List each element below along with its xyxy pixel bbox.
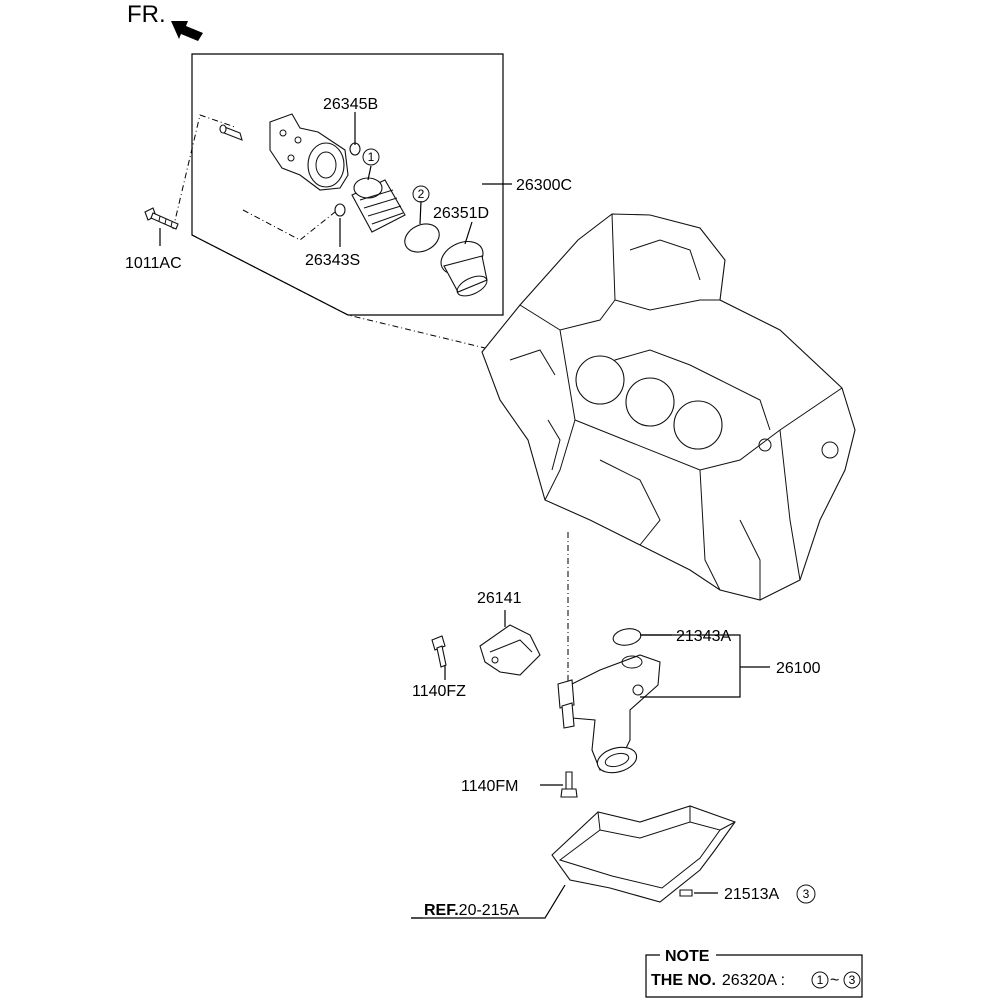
circle-mark-2: 2 xyxy=(412,185,430,203)
bolt-1140fm xyxy=(560,771,578,798)
oring-26343s xyxy=(334,203,346,217)
label-21343a: 21343A xyxy=(676,628,731,645)
label-1140fz: 1140FZ xyxy=(412,683,466,700)
label-1140fm: 1140FM xyxy=(461,778,519,795)
note-part: 26320A : xyxy=(722,972,785,989)
note-circle-1: 1 xyxy=(817,973,824,987)
circle-mark-3: 3 xyxy=(796,884,816,904)
label-1011ac: 1011AC xyxy=(125,255,182,272)
oil-filter-element xyxy=(351,177,406,233)
circle-mark-2-text: 2 xyxy=(418,187,425,201)
note-box: NOTE THE NO. 26320A : 1 ~ 3 xyxy=(645,948,863,998)
filter-oring-2 xyxy=(404,223,440,253)
label-26300c: 26300C xyxy=(516,177,572,194)
label-26351d: 26351D xyxy=(433,205,489,222)
label-26100: 26100 xyxy=(776,660,821,677)
oil-pump-assembly xyxy=(557,654,661,774)
bolt-1140fz xyxy=(431,635,447,668)
circle-mark-3-text: 3 xyxy=(803,887,810,901)
oil-pan xyxy=(551,805,736,903)
bolt-1011ac xyxy=(144,207,179,230)
front-arrow-icon xyxy=(171,21,203,41)
drain-plug-21513a xyxy=(679,889,693,897)
label-21513a: 21513A xyxy=(724,886,779,903)
oil-filter-cap xyxy=(440,240,488,297)
note-tilde: ~ xyxy=(830,972,839,989)
label-26141: 26141 xyxy=(477,590,522,607)
oil-filter-pin xyxy=(219,124,243,141)
guide-line-gasket xyxy=(242,209,336,241)
label-26345b: 26345B xyxy=(323,96,378,113)
note-prefix: THE NO. xyxy=(651,972,716,989)
label-ref-value: 20-215A xyxy=(459,902,520,919)
guide-line-bolt xyxy=(172,114,236,230)
leader-lines xyxy=(159,112,770,919)
circle-mark-1: 1 xyxy=(362,148,380,166)
guide-line-to-block xyxy=(191,234,486,349)
note-text: THE NO. 26320A : xyxy=(651,972,785,989)
front-marker-label: FR. xyxy=(127,1,166,28)
note-title: NOTE xyxy=(665,948,710,965)
oil-filter-housing xyxy=(269,113,349,191)
circle-mark-1-text: 1 xyxy=(368,150,375,164)
label-ref: REF.20-215A xyxy=(424,902,519,919)
oil-filter-assembly-box xyxy=(191,53,504,316)
label-ref-prefix: REF. xyxy=(424,902,459,919)
engine-block xyxy=(481,213,856,601)
label-26343s: 26343S xyxy=(305,252,360,269)
note-circle-3: 3 xyxy=(849,973,856,987)
oring-21343a xyxy=(612,628,642,646)
chain-guide-26141 xyxy=(479,624,541,676)
